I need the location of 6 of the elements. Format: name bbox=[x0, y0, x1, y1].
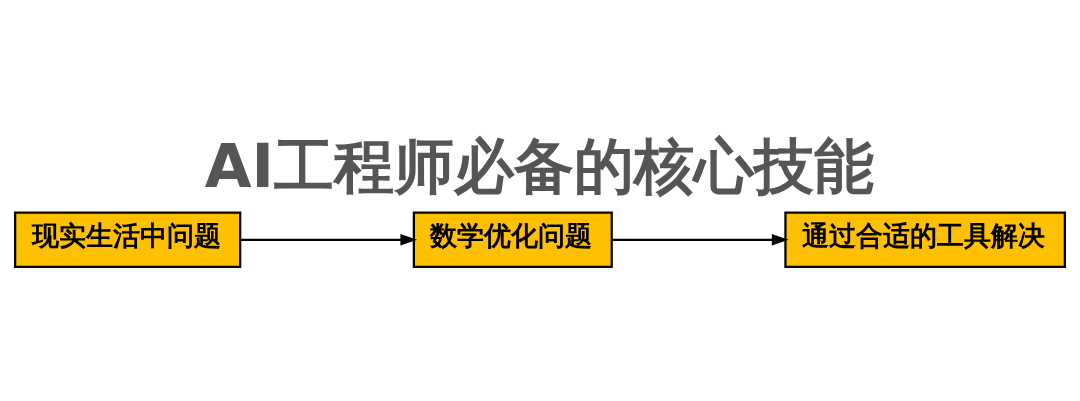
node-box: 数学优化问题 bbox=[412, 211, 613, 269]
diagram-title: AI工程师必备的核心技能 bbox=[204, 130, 874, 201]
node-box: 现实生活中问题 bbox=[14, 211, 242, 269]
arrow bbox=[240, 233, 418, 246]
node-box: 通过合适的工具解决 bbox=[784, 211, 1066, 269]
arrow bbox=[611, 233, 789, 246]
